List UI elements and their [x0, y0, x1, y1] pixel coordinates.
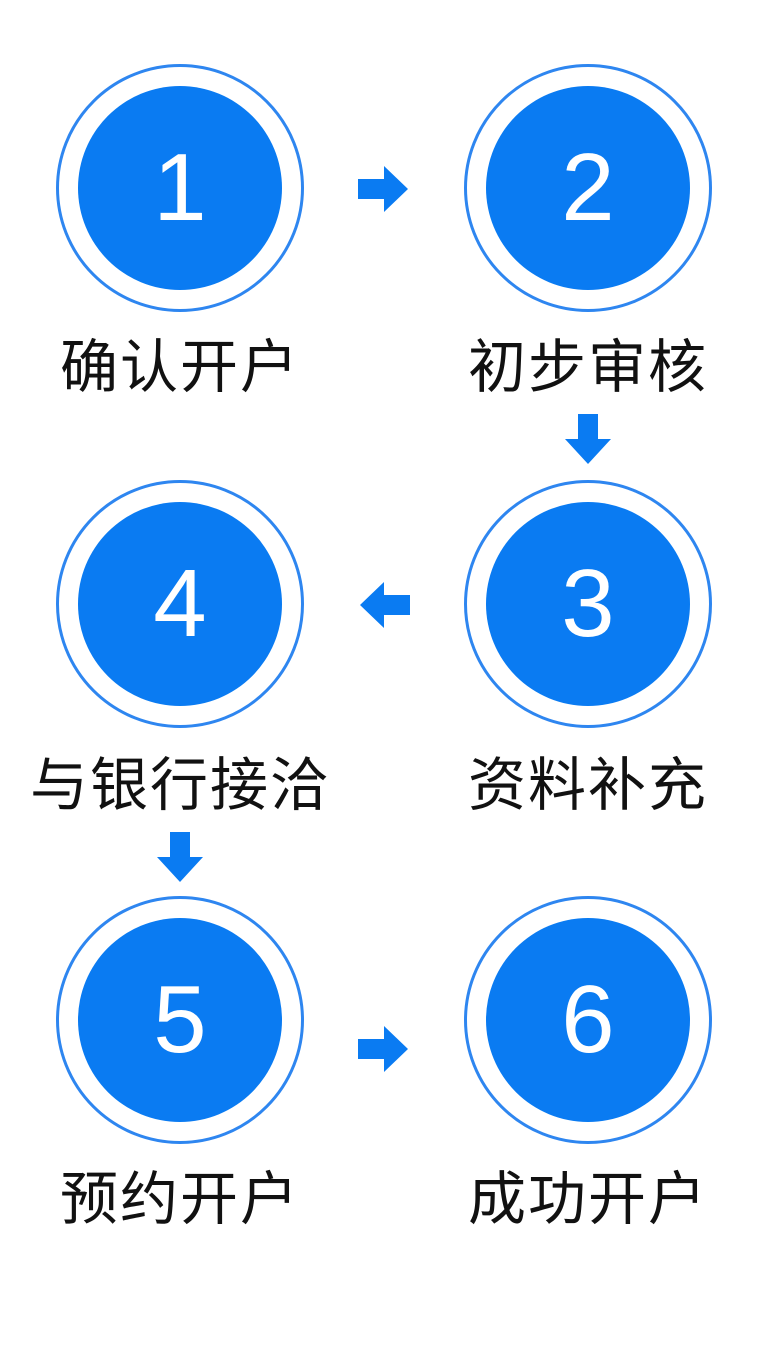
step-label-5: 预约开户 — [59, 1165, 300, 1233]
step-4: 4 — [56, 480, 304, 728]
arrow-down-icon — [157, 832, 203, 882]
step-label-4: 与银行接洽 — [30, 751, 331, 819]
step-5: 5 — [56, 896, 304, 1144]
step-number: 1 — [153, 134, 207, 241]
arrow-left-icon — [360, 582, 410, 628]
step-disc — [486, 502, 690, 706]
arrow-right-icon — [358, 166, 408, 212]
step-number: 3 — [561, 550, 615, 657]
step-label-2: 初步审核 — [467, 333, 708, 401]
arrow-right-icon — [358, 1026, 408, 1072]
step-disc — [78, 918, 282, 1122]
step-disc — [486, 918, 690, 1122]
step-label-3: 资料补充 — [467, 751, 708, 819]
step-disc — [78, 502, 282, 706]
step-6: 6 — [464, 896, 712, 1144]
step-number: 5 — [153, 966, 207, 1073]
step-label-6: 成功开户 — [467, 1165, 708, 1233]
step-number: 6 — [561, 966, 615, 1073]
step-disc — [78, 86, 282, 290]
step-disc — [486, 86, 690, 290]
step-label-1: 确认开户 — [59, 333, 300, 401]
step-2: 2 — [464, 64, 712, 312]
step-3: 3 — [464, 480, 712, 728]
step-number: 2 — [561, 134, 615, 241]
step-1: 1 — [56, 64, 304, 312]
step-number: 4 — [153, 550, 207, 657]
arrow-down-icon — [565, 414, 611, 464]
